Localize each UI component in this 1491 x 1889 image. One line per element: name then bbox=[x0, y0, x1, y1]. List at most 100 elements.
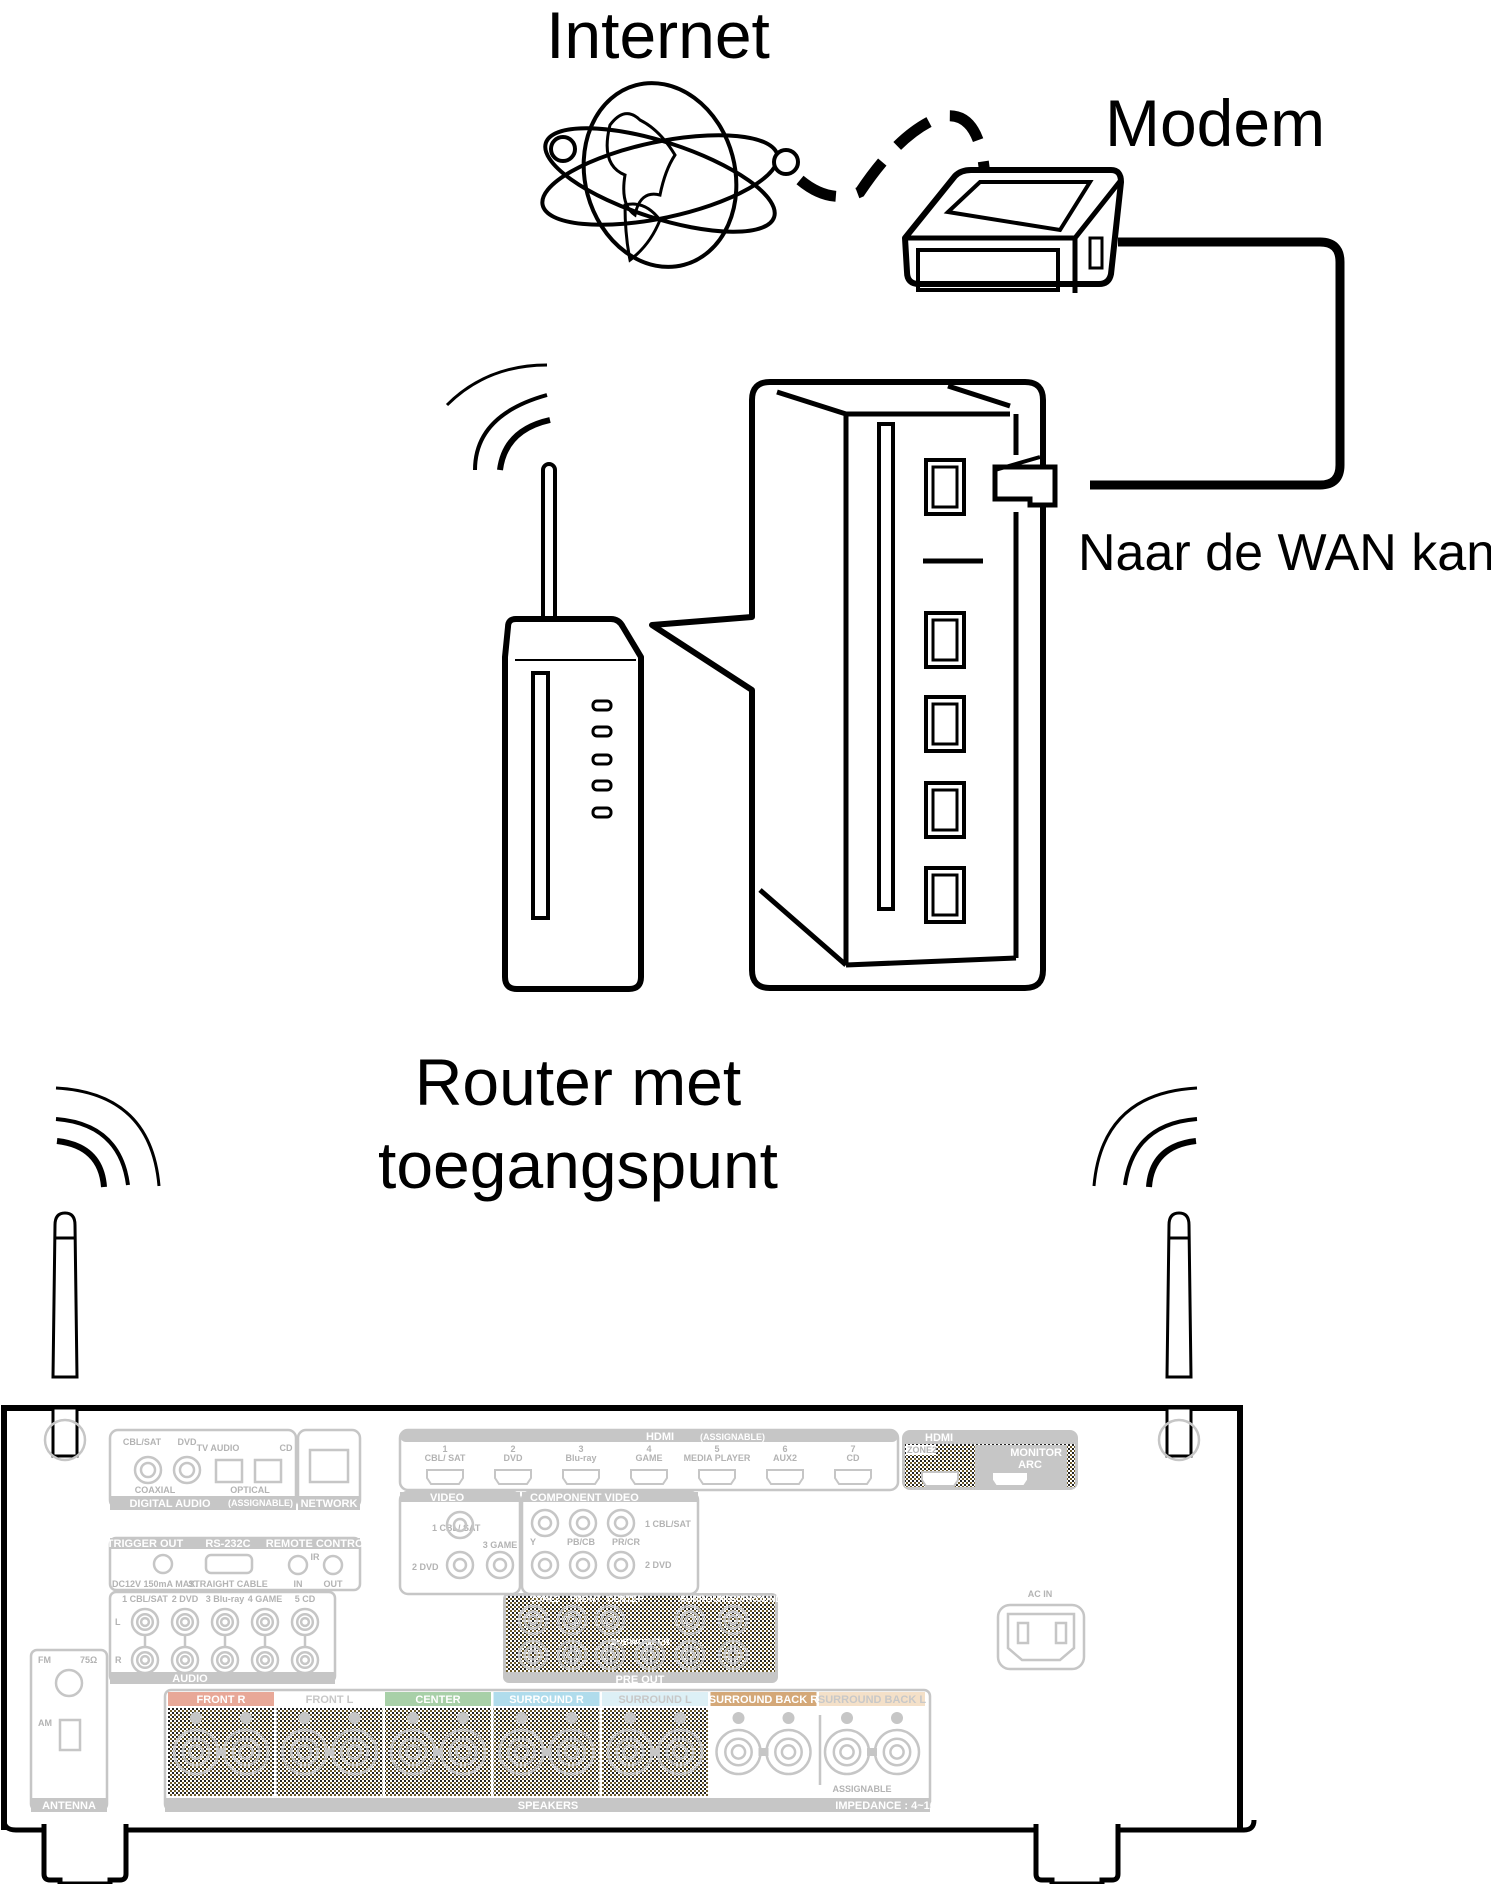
preout-jack-top bbox=[517, 1604, 549, 1636]
coax-2-jack bbox=[172, 1455, 202, 1485]
lan-port-icon bbox=[924, 781, 966, 839]
ir-label: IR bbox=[311, 1552, 321, 1562]
coax-1-jack bbox=[133, 1455, 163, 1485]
component-y-label: Y bbox=[530, 1537, 536, 1547]
hdmi-in-port bbox=[698, 1469, 736, 1485]
preout-jack-bottom bbox=[517, 1639, 549, 1671]
digital-audio-section: DIGITAL AUDIO (ASSIGNABLE) CBL/SAT DVD T… bbox=[108, 1428, 298, 1510]
arc-label: ARC bbox=[1018, 1459, 1042, 1471]
audio-in-label: 5 CD bbox=[295, 1594, 316, 1604]
wireless-dashed-link bbox=[796, 110, 991, 202]
hdmi-in-port bbox=[834, 1469, 872, 1485]
hdmi-out-title: HDMI bbox=[925, 1432, 953, 1444]
rs232c-port bbox=[204, 1553, 254, 1575]
hdmi-in-name: DVD bbox=[503, 1453, 523, 1463]
router-icon bbox=[445, 363, 644, 992]
right-antenna bbox=[1092, 1086, 1198, 1379]
preout-jack-bottom bbox=[556, 1639, 588, 1671]
network-port-section: NETWORK bbox=[296, 1428, 362, 1510]
plus-icon bbox=[624, 1712, 636, 1724]
component-title: COMPONENT VIDEO bbox=[530, 1492, 639, 1504]
speaker-channel-label: FRONT L bbox=[306, 1694, 354, 1706]
preout-jack-top bbox=[717, 1604, 749, 1636]
modem-icon bbox=[902, 167, 1124, 293]
hdmi-in-port bbox=[494, 1469, 532, 1485]
hdmi-in-name: AUX2 bbox=[773, 1453, 797, 1463]
ac-in-label: AC IN bbox=[1028, 1589, 1053, 1599]
preout-jack-top bbox=[594, 1604, 626, 1636]
lan-ports bbox=[924, 458, 966, 924]
coax-1-label: CBL/SAT bbox=[123, 1437, 162, 1447]
globe-icon bbox=[540, 81, 800, 269]
monitor-label: MONITOR bbox=[1010, 1447, 1062, 1459]
rs232c-cable: STRAIGHT CABLE bbox=[188, 1579, 268, 1589]
digital-audio-title: DIGITAL AUDIO bbox=[129, 1498, 211, 1510]
speakers-assignable: ASSIGNABLE bbox=[832, 1784, 891, 1794]
video-in-title: VIDEO bbox=[430, 1492, 465, 1504]
component-video-section: COMPONENT VIDEO 1 CBL/SAT 2 DVD Y PB/CB … bbox=[520, 1490, 700, 1596]
speakers-section: SPEAKERS IMPEDANCE : 4~16Ω ASSIGNABLE FR… bbox=[163, 1688, 945, 1812]
hdmi-in-number: 1 bbox=[442, 1444, 447, 1454]
audio-in-label: 3 Blu-ray bbox=[206, 1594, 245, 1604]
internet-label: Internet bbox=[546, 0, 770, 72]
lan-port-icon bbox=[924, 866, 966, 924]
ethernet-plug-icon bbox=[992, 455, 1058, 508]
preout-front: FRONT bbox=[570, 1594, 601, 1604]
left-antenna bbox=[51, 1086, 161, 1379]
preout-surround-back: SURROUND BACK bbox=[730, 1594, 811, 1604]
lan-port-icon bbox=[924, 695, 966, 753]
speaker-channel-label: SURROUND BACK L bbox=[818, 1694, 926, 1706]
zone2-label: ZONE2 bbox=[907, 1445, 937, 1455]
speaker-channel-header bbox=[168, 1692, 274, 1706]
wan-port-icon bbox=[924, 458, 966, 516]
trigger-out-title: TRIGGER OUT bbox=[107, 1538, 184, 1550]
speaker-channel-label: FRONT R bbox=[197, 1694, 246, 1706]
speaker-channel-header bbox=[385, 1692, 491, 1706]
speaker-channel-header bbox=[710, 1692, 817, 1706]
modem-label: Modem bbox=[1105, 86, 1325, 160]
hdmi-in-title: HDMI bbox=[646, 1431, 674, 1443]
audio-right-label: R bbox=[115, 1655, 122, 1665]
preout-jack-bottom bbox=[594, 1639, 626, 1671]
router-callout bbox=[649, 379, 1046, 991]
optical-2-jack bbox=[253, 1458, 283, 1484]
remote-control-title: REMOTE CONTROL bbox=[266, 1538, 371, 1550]
fm-label: FM bbox=[38, 1655, 51, 1665]
remote-in-label: IN bbox=[294, 1579, 303, 1589]
hdmi-in-name: Blu-ray bbox=[565, 1453, 596, 1463]
audio-in-title: AUDIO bbox=[172, 1673, 208, 1685]
component-pr-label: PR/CR bbox=[612, 1537, 641, 1547]
ac-in-section: AC IN bbox=[996, 1589, 1086, 1671]
digital-audio-assignable: (ASSIGNABLE) bbox=[228, 1498, 293, 1508]
speaker-channel-label: SURROUND BACK R bbox=[709, 1694, 818, 1706]
trigger-spec: DC12V 150mA MAX. bbox=[112, 1579, 198, 1589]
plus-icon bbox=[841, 1712, 853, 1724]
hdmi-in-name: MEDIA PLAYER bbox=[684, 1453, 751, 1463]
hdmi-out-section: HDMI ZONE2 MONITOR ARC bbox=[902, 1430, 1078, 1490]
am-terminal bbox=[58, 1718, 82, 1752]
hdmi-in-number: 6 bbox=[782, 1444, 787, 1454]
hdmi-zone2-port bbox=[921, 1471, 959, 1487]
antenna-section: ANTENNA FM 75Ω AM bbox=[29, 1648, 109, 1812]
hdmi-in-name: CBL/ SAT bbox=[425, 1453, 466, 1463]
hdmi-in-assignable: (ASSIGNABLE) bbox=[700, 1432, 765, 1442]
lan-port-icon bbox=[924, 611, 966, 669]
am-label: AM bbox=[38, 1718, 52, 1728]
optical-label: OPTICAL bbox=[230, 1485, 270, 1495]
plus-icon bbox=[515, 1712, 528, 1724]
audio-in-label: 1 CBL/SAT bbox=[122, 1594, 168, 1604]
speaker-channel-header bbox=[819, 1692, 925, 1706]
wan-side-label: Naar de WAN kant bbox=[1078, 524, 1491, 582]
minus-icon bbox=[240, 1712, 252, 1724]
rs232c-title: RS-232C bbox=[205, 1538, 250, 1550]
video-in-1-label: 1 CBL/ SAT bbox=[432, 1523, 481, 1533]
video-in-3-label: 3 GAME bbox=[483, 1540, 518, 1550]
av-receiver-rear-panel bbox=[1, 1405, 1257, 1887]
router-label-line1: Router met bbox=[415, 1045, 741, 1119]
router-label-line2: toegangspunt bbox=[378, 1128, 778, 1202]
coax-2-label: DVD bbox=[177, 1437, 197, 1447]
preout-surround: SURROUND bbox=[680, 1594, 733, 1604]
minus-icon bbox=[891, 1712, 903, 1724]
